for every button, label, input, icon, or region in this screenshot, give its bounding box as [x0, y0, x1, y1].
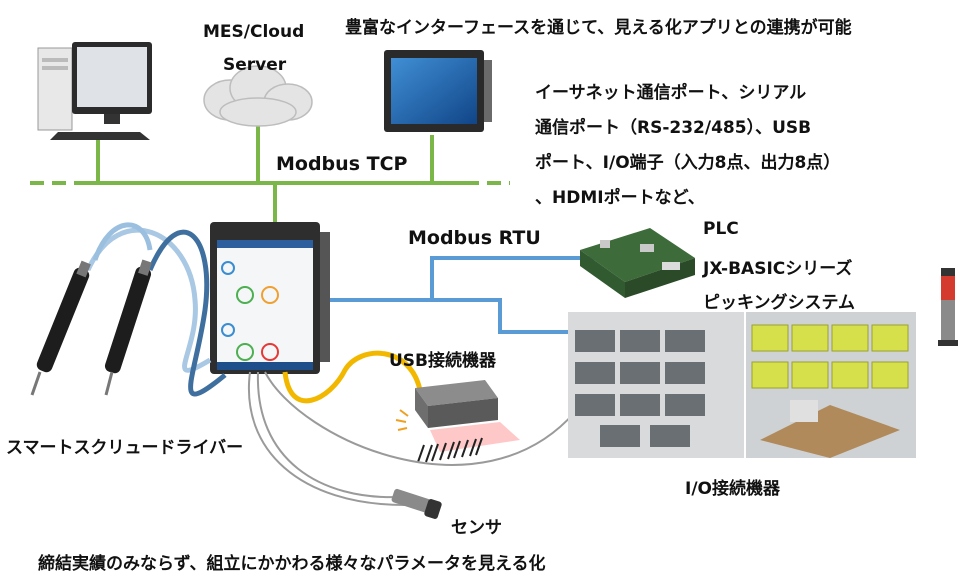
sensor-cables	[247, 371, 576, 506]
sensor-icon	[391, 488, 442, 519]
ethernet-bus	[30, 120, 510, 222]
sensor-label: センサ	[451, 518, 502, 538]
signal-tower-icon	[938, 268, 958, 346]
io-device-label: I/O接続機器	[685, 479, 780, 499]
screwdriver-icon	[30, 259, 152, 396]
usb-cable	[282, 350, 423, 404]
mes-label-line2: Server	[223, 55, 287, 75]
interfaces-line3: ポート、I/O端子（入力8点、出力8点）	[535, 153, 841, 173]
interfaces-line4: 、HDMIポートなど、	[535, 188, 705, 208]
interfaces-line2: 通信ポート（RS-232/485）、USB	[535, 118, 812, 138]
plc-line2: JX-BASICシリーズ	[703, 259, 853, 279]
footer-text: 締結実績のみならず、組立にかかわる様々なパラメータを見える化	[38, 554, 546, 574]
cloud-icon	[203, 65, 313, 127]
interfaces-line1: イーサネット通信ポート、シリアル	[535, 83, 807, 103]
screwdriver-cables	[85, 222, 227, 397]
header-text: 豊富なインターフェースを通じて、見える化アプリとの連携が可能	[345, 18, 852, 38]
modbus-rtu-label: Modbus RTU	[408, 227, 541, 249]
barcode-scanner-icon	[395, 380, 520, 463]
modbus-tcp-label: Modbus TCP	[276, 153, 408, 175]
controller-tablet-icon	[210, 222, 330, 374]
hmi-panel-icon	[384, 50, 492, 132]
picking-system-image	[568, 312, 916, 458]
screwdriver-label: スマートスクリュードライバー	[6, 438, 244, 458]
plc-line3: ピッキングシステム	[703, 293, 855, 313]
mes-label-line1: MES/Cloud	[203, 22, 305, 42]
desktop-pc-icon	[37, 42, 152, 140]
plc-line1: PLC	[703, 219, 739, 239]
plc-board-icon	[580, 228, 695, 298]
usb-device-label: USB接続機器	[389, 351, 497, 371]
rtu-line	[328, 256, 600, 334]
